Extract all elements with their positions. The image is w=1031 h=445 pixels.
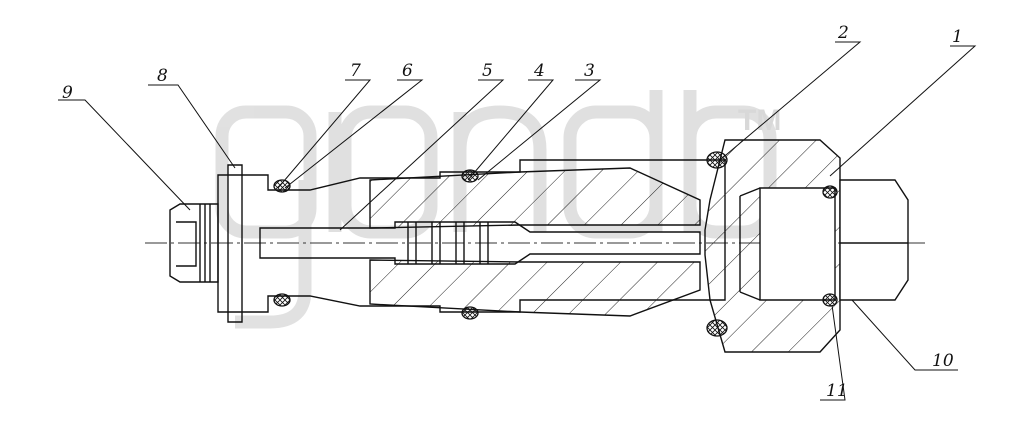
seal-ring — [461, 306, 479, 320]
seal-ring — [273, 179, 291, 193]
valve-assembly — [169, 139, 909, 353]
callout-1: 1 — [952, 27, 963, 47]
upper-hatched-body — [369, 167, 701, 229]
leader-lines — [58, 41, 977, 401]
callout-9: 9 — [62, 83, 73, 103]
spool — [259, 221, 701, 265]
callout-labels: 1 2 3 4 5 6 7 8 9 10 11 — [62, 23, 963, 401]
flange — [227, 164, 243, 323]
trademark-mark: TM — [738, 104, 781, 137]
callout-10: 10 — [932, 351, 954, 371]
end-nut — [169, 203, 219, 283]
hex-nut — [839, 179, 909, 301]
seal-ring — [706, 151, 728, 169]
callout-2: 2 — [837, 23, 849, 43]
callout-7: 7 — [350, 61, 361, 81]
callout-5: 5 — [482, 61, 493, 81]
lower-hatched-body — [369, 259, 701, 317]
seal-ring — [822, 293, 838, 307]
callout-6: 6 — [402, 61, 413, 81]
callout-3: 3 — [584, 61, 595, 81]
seal-ring — [273, 293, 291, 307]
callout-11: 11 — [826, 381, 848, 401]
callout-8: 8 — [157, 66, 168, 86]
callout-4: 4 — [533, 61, 545, 81]
seal-ring — [822, 185, 838, 199]
seal-ring — [706, 319, 728, 337]
